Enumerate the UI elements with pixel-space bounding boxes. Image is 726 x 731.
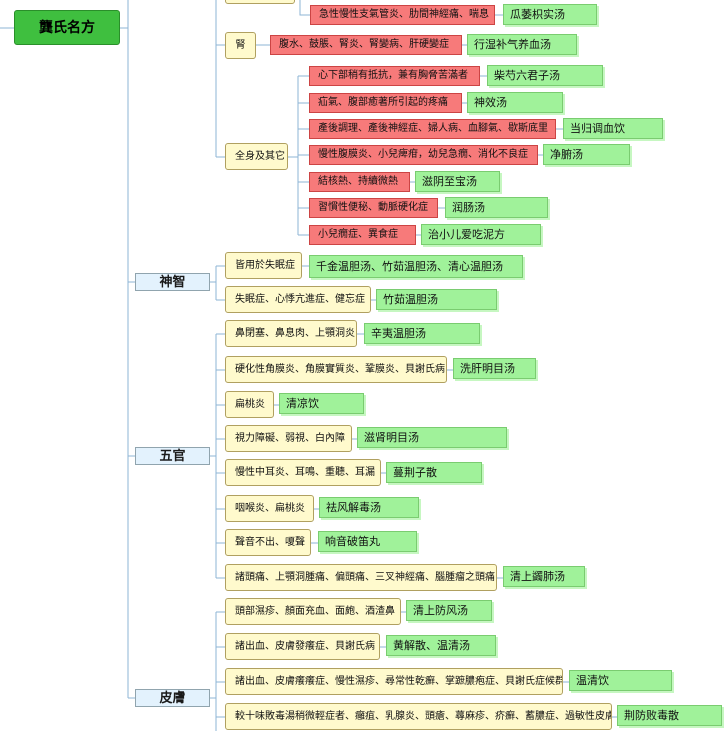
category-shenzhi[interactable]: 神智 bbox=[135, 273, 210, 291]
disease-node[interactable]: 心下部稍有抵抗，兼有胸脅苦滿者 bbox=[309, 66, 480, 86]
symptom-wuguan-7[interactable]: 聲音不出、嗄聲 bbox=[225, 529, 311, 556]
disease-node[interactable]: 腹水、鼓脹、腎炎、腎變病、肝硬變症 bbox=[270, 35, 462, 55]
symptom-wuguan-5[interactable]: 慢性中耳炎、耳鳴、重聽、耳漏 bbox=[225, 459, 381, 486]
remedy-node[interactable]: 荆防败毒散 bbox=[617, 705, 722, 726]
symptom-wuguan-2[interactable]: 硬化性角膜炎、角膜實質炎、鞏膜炎、貝謝氏病 bbox=[225, 356, 447, 383]
remedy-node[interactable]: 祛风解毒汤 bbox=[319, 497, 419, 518]
disease-node[interactable]: 產後調理、產後神經症、婦人病、血腳氣、歇斯底里 bbox=[309, 119, 556, 139]
remedy-node[interactable]: 温清饮 bbox=[569, 670, 672, 691]
remedy-node[interactable]: 净腑汤 bbox=[543, 144, 630, 165]
remedy-node[interactable]: 竹茹温胆汤 bbox=[376, 289, 497, 310]
disease-node[interactable]: 疝氣、腹部癒著所引起的疼痛 bbox=[309, 93, 462, 113]
remedy-node[interactable]: 治小儿爱吃泥方 bbox=[421, 224, 541, 245]
symptom-shenzhi-2[interactable]: 失眠症、心悸亢進症、健忘症 bbox=[225, 286, 371, 313]
remedy-node[interactable]: 清上防风汤 bbox=[406, 600, 492, 621]
remedy-node[interactable]: 千金温胆汤、竹茹温胆汤、清心温胆汤 bbox=[309, 255, 523, 278]
symptom-pifu-2[interactable]: 諸出血、皮膚發癢症、貝謝氏病 bbox=[225, 633, 380, 660]
symptom-wuguan-8[interactable]: 諸頭痛、上顎洞腫痛、偏頭痛、三叉神經痛、腦腫瘤之頭痛 bbox=[225, 564, 497, 591]
remedy-node[interactable]: 瓜萎枳实汤 bbox=[503, 4, 597, 25]
remedy-node[interactable]: 清凉饮 bbox=[279, 393, 364, 414]
symptom-wuguan-4[interactable]: 視力障礙、弱視、白內障 bbox=[225, 425, 352, 452]
symptom-shenzhi-1[interactable]: 皆用於失眠症 bbox=[225, 252, 302, 279]
remedy-node[interactable]: 润肠汤 bbox=[445, 197, 548, 218]
symptom-shen[interactable]: 腎 bbox=[225, 32, 256, 59]
remedy-node[interactable]: 蔓荆子散 bbox=[386, 462, 482, 483]
remedy-node[interactable]: 滋肾明目汤 bbox=[357, 427, 507, 448]
symptom-wuguan-3[interactable]: 扁桃炎 bbox=[225, 391, 274, 418]
remedy-node[interactable]: 响音破笛丸 bbox=[318, 531, 417, 552]
remedy-node[interactable]: 清上蠲肺汤 bbox=[503, 566, 585, 587]
symptom-quanshen[interactable]: 全身及其它 bbox=[225, 143, 288, 170]
remedy-node[interactable]: 辛夷温胆汤 bbox=[364, 323, 480, 344]
symptom-pifu-4[interactable]: 較十味敗毒湯稍微輕症者、癰疽、乳腺炎、頭瘡、蕁麻疹、疥癬、蓄膿症、過敏性皮膚 bbox=[225, 703, 612, 730]
root-node[interactable]: 龔氏名方 bbox=[14, 10, 120, 45]
category-pifu[interactable]: 皮膚 bbox=[135, 689, 210, 707]
symptom-wuguan-6[interactable]: 咽喉炎、扁桃炎 bbox=[225, 495, 314, 522]
symptom-pifu-1[interactable]: 頭部濕疹、顏面充血、面皰、酒渣鼻 bbox=[225, 598, 401, 625]
remedy-node[interactable]: 滋阴至宝汤 bbox=[415, 171, 500, 192]
disease-node[interactable]: 結核熱、持續微熱 bbox=[309, 172, 410, 192]
symptom-wuguan-1[interactable]: 鼻閉塞、鼻息肉、上顎洞炎 bbox=[225, 320, 357, 347]
symptom-pifu-3[interactable]: 諸出血、皮膚癢癢症、慢性濕疹、尋常性乾癬、掌蹠膿疱症、貝謝氏症候群 bbox=[225, 668, 563, 695]
remedy-node[interactable]: 洗肝明目汤 bbox=[453, 358, 536, 379]
disease-node[interactable]: 急性慢性支氣管炎、肋間神經痛、喘息 bbox=[310, 5, 495, 25]
disease-node[interactable]: 慢性腹膜炎、小兒痺疳，幼兒急癇、消化不良症 bbox=[309, 145, 538, 165]
remedy-node[interactable]: 神效汤 bbox=[467, 92, 563, 113]
disease-node[interactable]: 習慣性便秘、動脈硬化症 bbox=[309, 198, 438, 218]
disease-node[interactable]: 小兒癇症、異食症 bbox=[309, 225, 416, 245]
remedy-node[interactable]: 当归调血饮 bbox=[563, 118, 663, 139]
category-wuguan[interactable]: 五官 bbox=[135, 447, 210, 465]
remedy-node[interactable]: 黄解散、温清汤 bbox=[386, 635, 496, 656]
symptom-node-partial bbox=[225, 0, 295, 4]
remedy-node[interactable]: 柴芍六君子汤 bbox=[487, 65, 603, 86]
remedy-node[interactable]: 行湿补气养血汤 bbox=[467, 34, 577, 55]
